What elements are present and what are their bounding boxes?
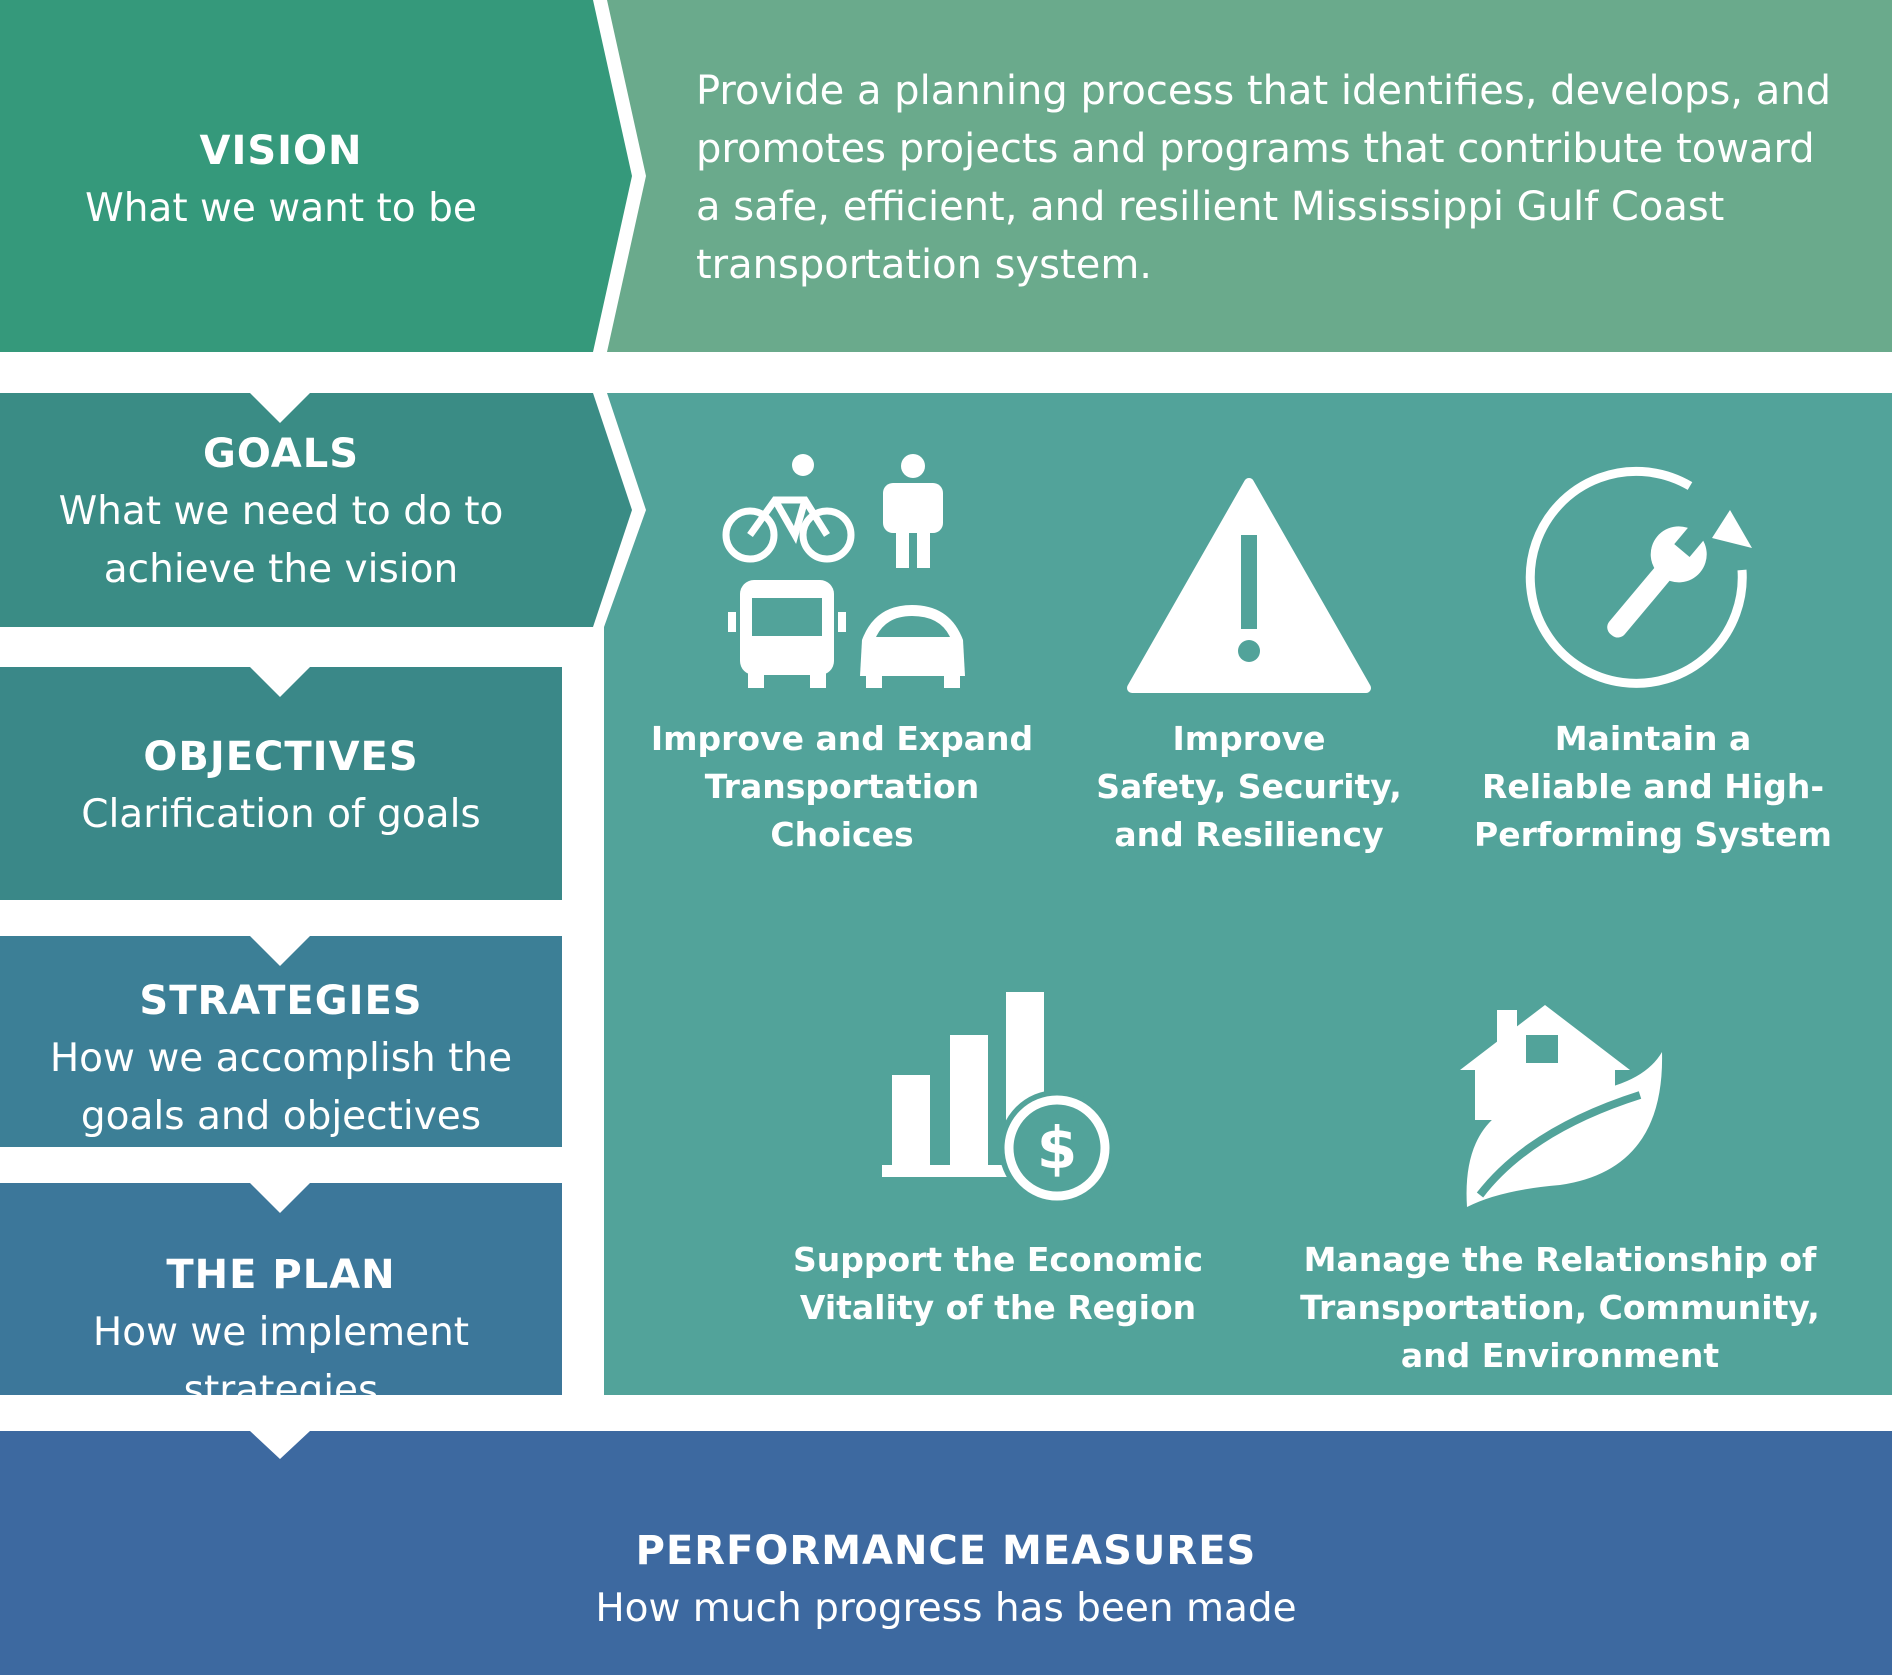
- maintenance-wrench-icon: [1525, 466, 1752, 688]
- vision-statement-line: transportation system.: [696, 242, 1152, 288]
- goal-label-line: Safety, Security,: [1096, 767, 1402, 806]
- performance-subtitle: How much progress has been made: [595, 1586, 1297, 1631]
- goal-label-line: Transportation, Community,: [1300, 1288, 1820, 1327]
- goal-label-line: Transportation: [704, 767, 980, 806]
- strategies-subtitle: How we accomplish the: [49, 1036, 513, 1081]
- strategies-box: [0, 936, 562, 1147]
- strategies-label: STRATEGIES How we accomplish the goals a…: [0, 972, 562, 1146]
- economic-chart-dollar-icon: $: [882, 992, 1115, 1206]
- plan-box: [0, 1183, 562, 1395]
- goals-subtitle: achieve the vision: [103, 547, 459, 592]
- car-icon: [860, 605, 965, 688]
- vision-statement-line: promotes projects and programs that cont…: [696, 126, 1815, 172]
- plan-title: THE PLAN: [166, 1252, 396, 1298]
- strategies-subtitle: goals and objectives: [80, 1094, 482, 1139]
- goals-title: GOALS: [202, 431, 359, 477]
- goal-label-line: Manage the Relationship of: [1303, 1240, 1817, 1279]
- goal-label-line: Choices: [770, 815, 914, 854]
- pedestrian-icon: [883, 454, 943, 568]
- cyclist-head-icon: [792, 454, 814, 476]
- performance-label: PERFORMANCE MEASURES How much progress h…: [0, 1522, 1892, 1638]
- goal-label-community-environment: Manage the Relationship of Transportatio…: [1300, 1236, 1820, 1380]
- goals-subtitle: What we need to do to: [58, 489, 504, 534]
- goal-label-line: and Environment: [1400, 1336, 1720, 1375]
- objectives-subtitle: Clarification of goals: [81, 792, 481, 837]
- goal-label-line: Support the Economic: [792, 1240, 1204, 1279]
- warning-icon: [1127, 478, 1371, 693]
- plan-subtitle: How we implement: [92, 1310, 470, 1355]
- objectives-box: [0, 667, 562, 900]
- goal-label-line: Reliable and High-: [1481, 767, 1825, 806]
- objectives-title: OBJECTIVES: [143, 734, 419, 780]
- goal-label-line: Maintain a: [1554, 719, 1752, 758]
- strategies-title: STRATEGIES: [139, 978, 423, 1024]
- goal-label-line: Performing System: [1474, 815, 1832, 854]
- vision-box: [0, 0, 632, 352]
- goal-label-transportation-choices: Improve and Expand Transportation Choice…: [622, 715, 1062, 859]
- vision-statement-panel: [607, 0, 1892, 352]
- goal-label-reliable-system: Maintain a Reliable and High- Performing…: [1433, 715, 1873, 859]
- vision-title: VISION: [199, 128, 363, 174]
- svg-text:$: $: [1037, 1114, 1077, 1182]
- bicycle-icon: [722, 496, 855, 563]
- vision-label: VISION What we want to be: [0, 122, 562, 238]
- transportation-choices-icon: [722, 454, 965, 688]
- goal-label-line: Improve and Expand: [650, 719, 1034, 758]
- vision-statement: Provide a planning process that identifi…: [696, 62, 1831, 294]
- goals-box: [0, 393, 632, 627]
- bus-icon: [728, 580, 846, 688]
- goal-label-line: Improve: [1172, 719, 1326, 758]
- vision-subtitle: What we want to be: [85, 186, 477, 231]
- goal-label-economic-vitality: Support the Economic Vitality of the Reg…: [768, 1236, 1228, 1332]
- performance-title: PERFORMANCE MEASURES: [635, 1528, 1257, 1574]
- vision-statement-line: Provide a planning process that identifi…: [696, 68, 1831, 114]
- plan-subtitle: strategies: [183, 1368, 379, 1413]
- plan-label: THE PLAN How we implement strategies: [0, 1246, 562, 1420]
- goal-label-safety: Improve Safety, Security, and Resiliency: [1029, 715, 1469, 859]
- house-leaf-icon: [1460, 1005, 1663, 1207]
- vision-statement-line: a safe, efficient, and resilient Mississ…: [696, 184, 1725, 230]
- objectives-label: OBJECTIVES Clarification of goals: [0, 728, 562, 844]
- performance-box: [0, 1431, 1892, 1675]
- goal-label-line: Vitality of the Region: [799, 1288, 1197, 1327]
- goal-label-line: and Resiliency: [1114, 815, 1384, 854]
- goals-label: GOALS What we need to do to achieve the …: [0, 425, 562, 599]
